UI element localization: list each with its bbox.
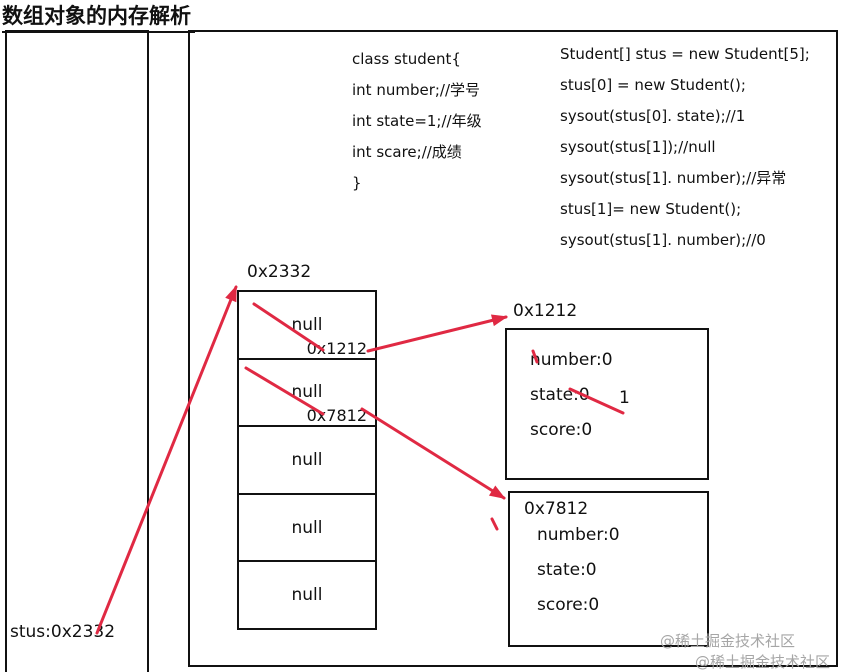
array-cell-value: null <box>291 585 323 606</box>
code-line: sysout(stus[1]. number);//0 <box>560 231 766 249</box>
array-cell-0: null 0x1212 <box>239 292 375 360</box>
array-cell-1: null 0x7812 <box>239 360 375 428</box>
object1-state-new-value: 1 <box>619 388 630 408</box>
array-cell-value: null <box>291 314 323 335</box>
object1-field-score: score:0 <box>530 420 593 440</box>
array-address-label: 0x2332 <box>247 262 312 282</box>
stack-variable-label: stus:0x2332 <box>10 622 116 642</box>
array-cell-3: null <box>239 495 375 563</box>
code-line: sysout(stus[1]. number);//异常 <box>560 169 787 187</box>
object1-field-number: number:0 <box>530 350 613 370</box>
array-cell-new-address: 0x1212 <box>306 338 367 358</box>
array-cell-4: null <box>239 562 375 628</box>
array-cell-value: null <box>291 382 323 403</box>
array-box: null 0x1212 null 0x7812 null null null <box>237 290 377 630</box>
page-title: 数组对象的内存解析 <box>2 0 195 33</box>
stack-memory-box <box>5 30 149 672</box>
array-cell-value: null <box>291 517 323 538</box>
object2-address-label: 0x7812 <box>524 499 589 519</box>
array-cell-value: null <box>291 449 323 470</box>
object1-address-label: 0x1212 <box>513 301 578 321</box>
code-line: int state=1;//年级 <box>352 112 482 130</box>
array-cell-2: null <box>239 427 375 495</box>
watermark: @稀土掘金技术社区 <box>695 653 831 671</box>
array-cell-new-address: 0x7812 <box>306 406 367 426</box>
code-line: Student[] stus = new Student[5]; <box>560 45 810 63</box>
code-line: sysout(stus[0]. state);//1 <box>560 107 746 125</box>
code-line: sysout(stus[1]);//null <box>560 138 716 156</box>
code-line: class student{ <box>352 50 461 68</box>
code-line: int scare;//成绩 <box>352 143 462 161</box>
main-code: Student[] stus = new Student[5]; stus[0]… <box>560 39 810 256</box>
class-definition-code: class student{ int number;//学号 int state… <box>352 44 482 199</box>
watermark: @稀土掘金技术社区 <box>660 632 796 650</box>
object2-field-state: state:0 <box>537 560 597 580</box>
object1-field-state: state:0 <box>530 385 590 405</box>
object2-field-number: number:0 <box>537 525 620 545</box>
object2-field-score: score:0 <box>537 595 600 615</box>
object1-box: number:0 state:0 1 score:0 <box>505 328 709 480</box>
object2-box: 0x7812 number:0 state:0 score:0 <box>508 491 709 647</box>
code-line: int number;//学号 <box>352 81 481 99</box>
code-line: } <box>352 174 362 192</box>
code-line: stus[0] = new Student(); <box>560 76 746 94</box>
code-line: stus[1]= new Student(); <box>560 200 742 218</box>
